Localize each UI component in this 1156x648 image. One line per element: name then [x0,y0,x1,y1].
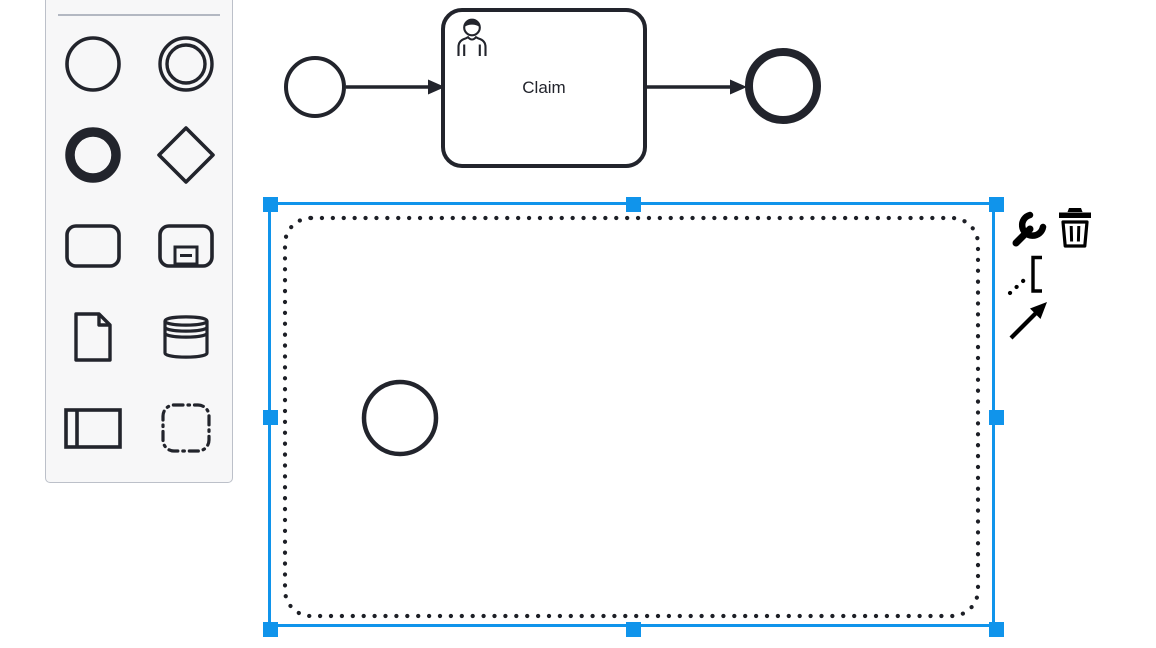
task-label: Claim [522,78,565,97]
wrench-icon [1012,211,1047,247]
palette-create-intermediate-event[interactable] [156,34,216,94]
palette-create-group[interactable] [156,398,216,458]
palette-create-end-event[interactable] [63,125,123,185]
shape-palette [45,0,233,483]
rounded-rectangle-icon [64,223,121,268]
arrowhead-icon [428,79,445,95]
resize-handle-middle-left[interactable] [263,410,278,425]
document-icon [73,311,112,362]
resize-handle-bottom-middle[interactable] [626,622,641,637]
double-circle-icon [157,35,214,92]
connect-arrow-icon [1009,302,1047,340]
database-cylinder-icon [162,314,209,359]
subprocess-start-event[interactable] [361,379,439,457]
context-connect-element[interactable] [1006,296,1052,342]
trash-icon [1059,208,1091,248]
circle-thick-icon [64,126,121,183]
end-event[interactable] [745,48,821,124]
context-append-text-annotation[interactable] [1006,250,1052,296]
palette-create-subprocess[interactable] [156,216,216,276]
palette-grid [46,18,232,473]
dash-dot-square-icon [160,402,211,453]
context-pad-spacer [1052,250,1098,296]
user-task[interactable]: Claim [441,8,647,168]
palette-create-gateway[interactable] [156,125,216,185]
context-change-element-type[interactable] [1006,204,1052,250]
pool-icon [63,407,122,449]
start-event[interactable] [284,56,346,118]
circle-thin-icon [64,35,121,92]
palette-create-data-object[interactable] [63,307,123,367]
expanded-subprocess[interactable] [282,215,981,619]
palette-create-participant[interactable] [63,398,123,458]
sequence-flow-2[interactable] [646,79,747,95]
text-annotation-icon [1007,255,1042,296]
sequence-flow-1[interactable] [346,79,445,95]
resize-handle-middle-right[interactable] [989,410,1004,425]
palette-create-data-store[interactable] [156,307,216,367]
resize-handle-top-middle[interactable] [626,197,641,212]
resize-handle-bottom-right[interactable] [989,622,1004,637]
context-pad [1006,204,1098,342]
palette-create-start-event[interactable] [63,34,123,94]
resize-handle-top-left[interactable] [263,197,278,212]
palette-create-task[interactable] [63,216,123,276]
resize-handle-top-right[interactable] [989,197,1004,212]
arrowhead-icon [730,79,747,95]
rounded-rectangle-collapsed-icon [157,223,214,268]
diamond-icon [156,125,215,184]
context-delete-element[interactable] [1052,204,1098,250]
resize-handle-bottom-left[interactable] [263,622,278,637]
user-icon [457,18,487,56]
palette-separator [58,14,220,16]
